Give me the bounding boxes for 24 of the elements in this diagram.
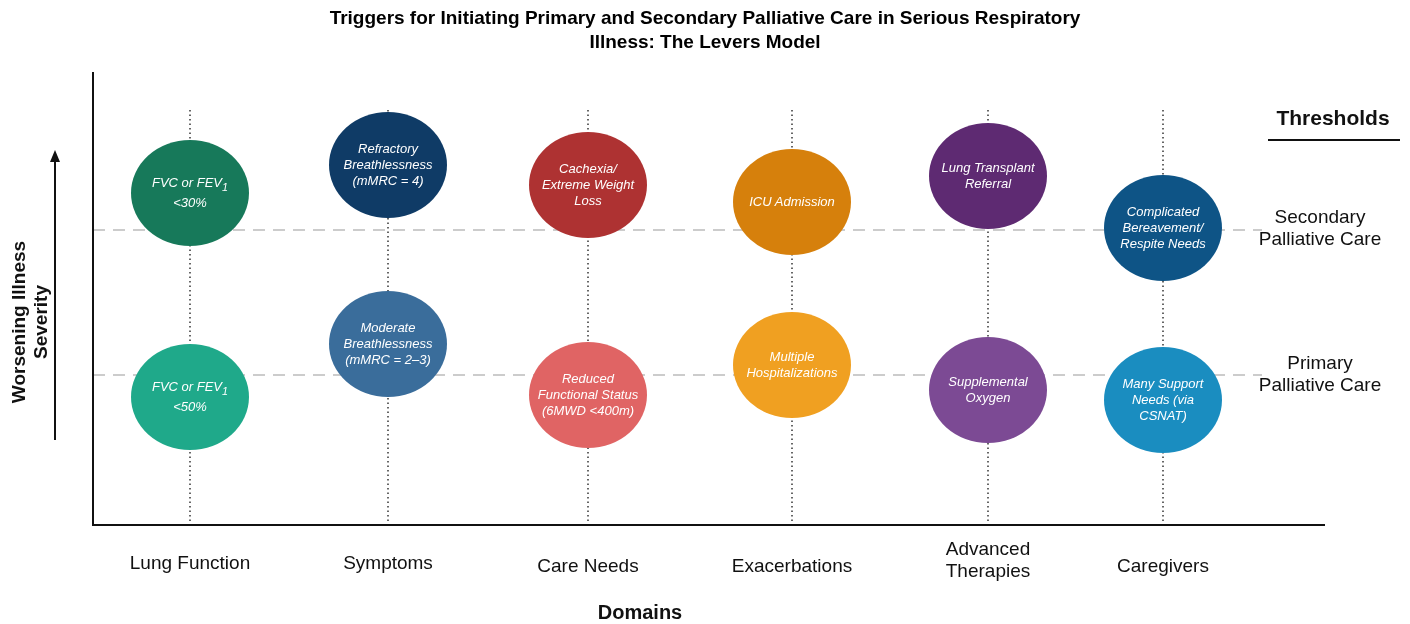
trigger-text: ICU Admission — [748, 194, 836, 210]
trigger-text: Cachexia/ Extreme Weight Loss — [540, 161, 636, 209]
threshold-label: Secondary Palliative Care — [1257, 206, 1383, 250]
domain-label: Advanced Therapies — [944, 538, 1032, 582]
trigger-text: Multiple Hospitalizations — [745, 349, 839, 381]
trigger-text: Reduced Functional Status (6MWD <400m) — [536, 371, 640, 419]
trigger-text: Many Support Needs (via CSNAT) — [1121, 376, 1205, 424]
trigger-text: FVC or FEV$_{1}$ <30% — [150, 175, 230, 211]
domain-label: Lung Function — [128, 552, 252, 574]
domain-label: Caregivers — [1116, 555, 1210, 577]
trigger-text: Refractory Breathlessness (mMRC = 4) — [342, 141, 434, 189]
domain-label: Exacerbations — [730, 555, 854, 577]
trigger-text: Lung Transplant Referral — [940, 160, 1036, 192]
heading: Thresholds — [1275, 106, 1391, 130]
threshold-label: Primary Palliative Care — [1257, 352, 1383, 396]
domain-label: Symptoms — [342, 552, 434, 574]
trigger-text: Complicated Bereavement/ Respite Needs — [1119, 204, 1207, 252]
domain-label: Care Needs — [536, 555, 640, 577]
trigger-text: FVC or FEV$_{1}$ <50% — [150, 379, 230, 415]
trigger-text: Supplemental Oxygen — [947, 374, 1029, 406]
axis-title: Worsening Illness Severity — [8, 239, 52, 406]
title: Triggers for Initiating Primary and Secondary Palliative Care in Serious Respiratory Illness: The Levers Model — [328, 6, 1082, 54]
trigger-text: Moderate Breathlessness (mMRC = 2–3) — [342, 320, 434, 368]
axis-title: Domains — [596, 601, 684, 624]
